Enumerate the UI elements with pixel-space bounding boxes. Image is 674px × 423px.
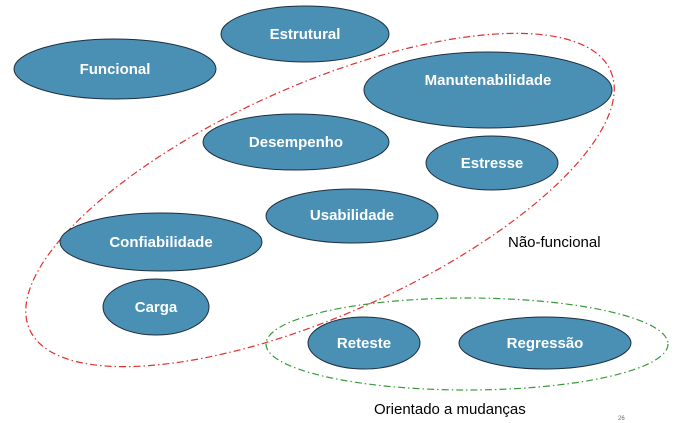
node-reteste-label: Reteste	[337, 335, 391, 352]
node-regressao-label: Regressão	[507, 335, 584, 352]
node-estresse-label: Estresse	[461, 155, 524, 172]
node-estresse: Estresse	[425, 135, 559, 191]
nonfunctional-group-label: Não-funcional	[508, 234, 601, 251]
node-carga-label: Carga	[135, 299, 178, 316]
node-estrutural: Estrutural	[220, 5, 390, 63]
node-manutenabilidade: Manutenabilidade	[363, 51, 613, 129]
node-carga: Carga	[102, 278, 210, 336]
node-desempenho-label: Desempenho	[249, 134, 343, 151]
node-usabilidade-label: Usabilidade	[310, 207, 394, 224]
node-funcional: Funcional	[13, 38, 217, 100]
nonfunctional-group-border	[25, 32, 615, 368]
change-oriented-group-label: Orientado a mudanças	[374, 401, 526, 418]
node-confiabilidade: Confiabilidade	[59, 212, 263, 272]
node-funcional-label: Funcional	[80, 61, 151, 78]
node-regressao: Regressão	[458, 316, 632, 370]
node-manutenabilidade-label: Manutenabilidade	[425, 72, 552, 89]
node-reteste: Reteste	[307, 316, 421, 370]
node-estrutural-label: Estrutural	[270, 26, 341, 43]
node-desempenho: Desempenho	[202, 113, 390, 171]
node-confiabilidade-label: Confiabilidade	[109, 234, 212, 251]
page-number: 26	[618, 416, 625, 422]
node-usabilidade: Usabilidade	[265, 188, 439, 244]
change-oriented-group-border	[265, 297, 669, 391]
